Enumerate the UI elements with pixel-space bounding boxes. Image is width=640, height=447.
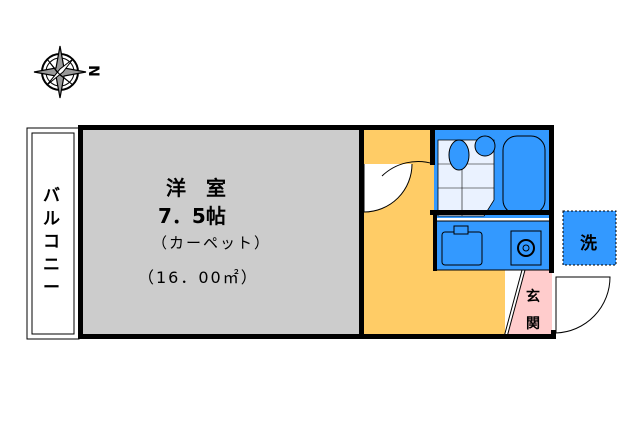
western-room-size: 7．5帖	[158, 204, 226, 228]
room-door	[363, 163, 413, 213]
stove-icon	[510, 230, 542, 266]
north-label: N	[84, 65, 101, 77]
entrance-door	[555, 276, 611, 334]
corridor	[364, 130, 434, 337]
washbasin-icon	[474, 135, 496, 157]
entrance-label-bottom: 関	[526, 316, 540, 332]
toilet-icon	[448, 139, 470, 171]
western-room-area: （16．00㎡）	[138, 268, 259, 287]
bathtub-icon	[502, 135, 546, 215]
laundry-label: 洗	[580, 234, 597, 254]
entrance-label-top: 玄	[526, 289, 540, 305]
entrance	[507, 270, 552, 337]
western-room-floor: （カーペット）	[152, 234, 272, 252]
western-room-name: 洋 室	[166, 176, 226, 200]
compass-icon	[33, 45, 87, 99]
western-room	[82, 130, 362, 337]
balcony-label: バルコニー	[43, 186, 60, 298]
laundry-space	[562, 210, 617, 266]
sink-icon	[441, 231, 483, 266]
bath-door	[381, 160, 435, 177]
